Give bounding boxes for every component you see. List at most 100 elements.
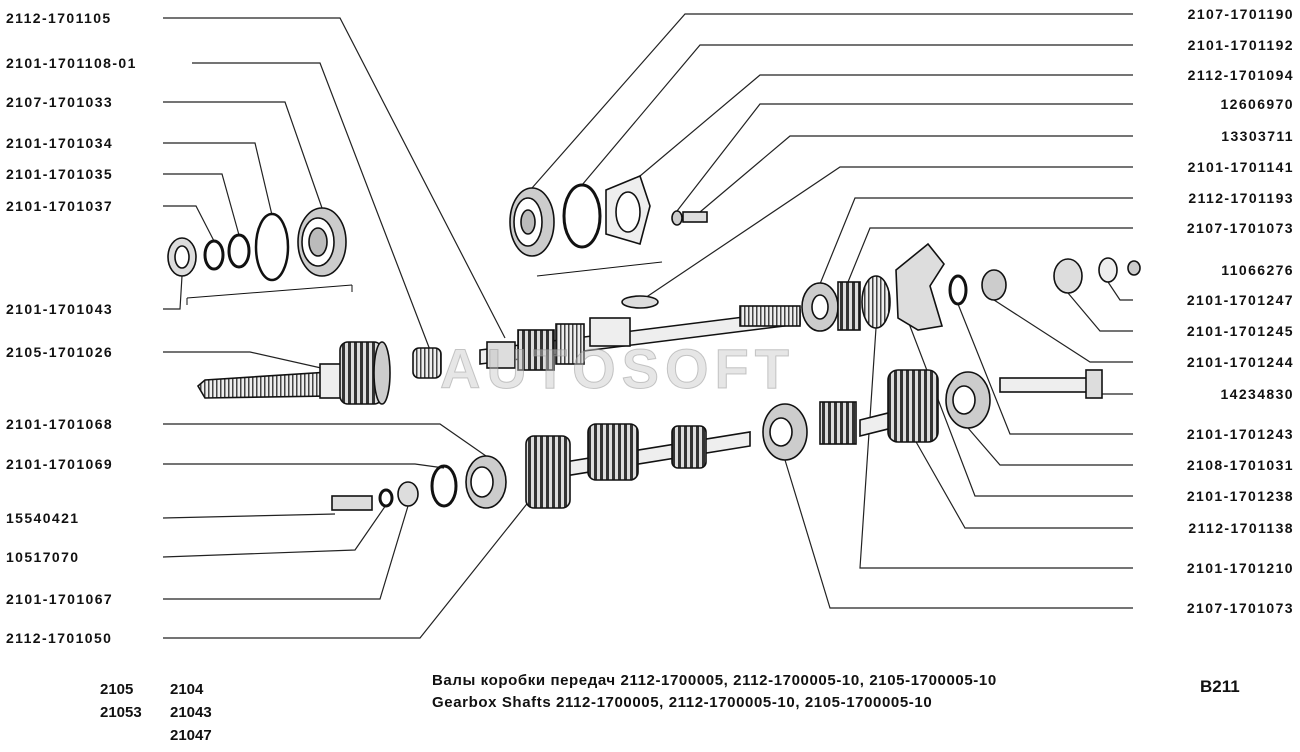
- part-label: 2101-1701035: [6, 166, 113, 182]
- leader-line: [531, 13, 1133, 189]
- part-label: 2108-1701031: [1187, 457, 1294, 473]
- washer: [671, 210, 683, 226]
- leader-line: [967, 427, 1133, 466]
- model-list: 2105 2104 21053 21043 21047: [100, 678, 240, 747]
- part-label: 2101-1701244: [1187, 354, 1294, 370]
- upper-bearing: [509, 187, 555, 257]
- part-label: 15540421: [6, 510, 80, 526]
- leader-line: [784, 459, 1133, 609]
- part-label: 2101-1701043: [6, 301, 113, 317]
- part-label: 2101-1701037: [6, 198, 113, 214]
- leader-line: [581, 44, 1133, 186]
- part-label: 14234830: [1221, 386, 1295, 402]
- leader-line: [899, 299, 1133, 497]
- leader-line: [859, 327, 1133, 569]
- model: 2105: [100, 681, 134, 698]
- leader-line: [1067, 292, 1133, 332]
- model: 21053: [100, 704, 142, 721]
- part-label: 2107-1701033: [6, 94, 113, 110]
- leader-line: [162, 504, 387, 558]
- counter-bearing: [465, 455, 507, 509]
- spring-washer: [378, 488, 394, 508]
- parts: [167, 174, 1141, 511]
- leader-line: [163, 499, 531, 639]
- model: 2104: [170, 681, 204, 698]
- diagram-code: B211: [1200, 677, 1240, 696]
- rear-gear: [837, 281, 861, 331]
- part-label: 2101-1701238: [1187, 488, 1294, 504]
- part-label: 2112-1701105: [6, 10, 112, 26]
- part-label: 2101-1701067: [6, 591, 113, 607]
- counter-bolt: [331, 495, 373, 511]
- leader-line: [914, 439, 1133, 529]
- leader-line: [163, 142, 273, 216]
- caption-en: Gearbox Shafts 2112-1700005, 2112-170000…: [432, 694, 933, 711]
- leader-line: [676, 103, 1133, 212]
- small-washer: [1098, 257, 1118, 283]
- caption: Валы коробки передач 2112-1700005, 2112-…: [432, 670, 997, 714]
- leader-line: [644, 166, 1133, 299]
- part-label: 2101-1701068: [6, 416, 113, 432]
- part-label: 2101-1701192: [1188, 37, 1294, 53]
- input-shaft: [196, 341, 391, 405]
- leader-line: [163, 101, 323, 209]
- reverse-gear-small: [819, 401, 857, 445]
- part-label: 10517070: [6, 549, 80, 565]
- leader-lines: [162, 13, 1140, 639]
- leader-line: [639, 74, 1133, 177]
- leader-line: [847, 227, 1133, 283]
- bolt: [682, 211, 708, 223]
- leader-line: [163, 505, 409, 600]
- upper-circlip: [562, 183, 602, 249]
- part-label: 2105-1701026: [6, 344, 113, 360]
- circlip: [254, 212, 290, 282]
- leader-line: [163, 205, 215, 242]
- counter-shaft: [525, 423, 751, 509]
- leader-line: [163, 17, 506, 339]
- part-label: 2112-1701050: [6, 630, 112, 646]
- part-label: 2112-1701193: [1188, 190, 1294, 206]
- counter-circlip: [430, 464, 458, 508]
- leader-line: [192, 62, 431, 351]
- part-label: 2101-1701247: [1187, 292, 1294, 308]
- part-labels: 2112-1701105 2101-1701108-01 2107-1701033 2…: [6, 6, 1295, 646]
- part-label: 2101-1701108-01: [6, 55, 137, 71]
- part-label: 12606970: [1221, 96, 1295, 112]
- cap-nut: [1053, 258, 1083, 294]
- part-label: 11066276: [1221, 262, 1294, 278]
- key: [621, 295, 659, 309]
- reverse-gear-large: [887, 369, 939, 443]
- part-label: 13303711: [1221, 128, 1294, 144]
- leader-line: [163, 173, 240, 236]
- leader-line: [163, 423, 487, 457]
- model: 21043: [170, 704, 212, 721]
- axle-bolt: [999, 377, 1089, 393]
- counter-washer: [397, 481, 419, 507]
- lock-ring: [227, 233, 251, 269]
- leader-line: [1107, 281, 1133, 301]
- leader-line: [163, 351, 331, 371]
- caption-ru: Валы коробки передач 2112-1700005, 2112-…: [432, 672, 997, 689]
- leader-line: [162, 513, 336, 519]
- part-label: 2101-1701141: [1188, 159, 1294, 175]
- small-nut: [1127, 260, 1141, 276]
- rear-flange: [895, 242, 945, 331]
- leader-line: [993, 299, 1133, 363]
- spacer-ring: [203, 239, 225, 271]
- part-label: 2101-1701210: [1187, 560, 1294, 576]
- part-label: 2112-1701094: [1188, 67, 1294, 83]
- needle-bearing: [412, 347, 442, 379]
- input-bearing: [297, 207, 347, 277]
- part-label: 2107-1701073: [1187, 600, 1294, 616]
- model: 21047: [170, 727, 212, 744]
- leader-line: [163, 275, 183, 310]
- part-label: 2101-1701243: [1187, 426, 1294, 442]
- part-label: 2112-1701138: [1188, 520, 1294, 536]
- leader-line: [163, 463, 445, 469]
- leader-line: [699, 135, 1133, 213]
- rear-ring: [948, 274, 968, 306]
- leader-line: [819, 197, 1133, 285]
- rear-nut: [981, 269, 1007, 301]
- part-label: 2101-1701245: [1187, 323, 1294, 339]
